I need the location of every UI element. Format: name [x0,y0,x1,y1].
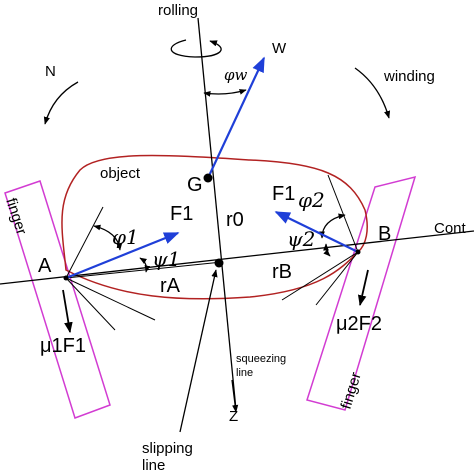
label-squeezing-line-1: squeezing [236,353,286,365]
N-rotation-arrow [43,81,79,125]
label-slipping-line-1: slipping [142,440,193,457]
F1-vector-A [65,231,180,280]
label-rolling: rolling [158,2,198,19]
point-A [63,275,69,281]
left-finger [4,180,111,419]
label-object: object [100,165,141,182]
rolling-axis [197,17,237,411]
winding-rotation-arrow [354,67,391,119]
phi1-arc [93,224,123,251]
label-B: B [378,223,391,245]
mu1F1-vector [62,289,73,334]
point-centre [214,258,224,268]
label-finger-left: finger [2,196,30,237]
label-rA: rA [160,275,181,297]
label-r0: r0 [226,209,244,231]
label-Z: Z [229,408,238,425]
B-friction-edge-top [327,174,359,253]
F1-vector-B [274,211,359,253]
label-phi-w: φw [224,66,248,84]
A-friction-edge-top [65,206,104,279]
W-vector [207,56,265,179]
label-F1-right: F1 [272,183,295,205]
phi-w-arc [203,89,247,97]
A-normal-line [65,261,223,279]
label-N: N [45,63,56,80]
label-W: W [272,40,287,57]
label-F1-left: F1 [170,203,193,225]
B-extra-line [315,251,359,306]
label-psi1: ψ1 [152,247,180,271]
A-friction-edge-bottom [65,277,156,321]
point-B [355,249,361,255]
B-friction-edge-bottom [281,251,359,301]
psi2-arc [323,243,331,257]
A-extra-line [65,277,116,331]
label-A: A [38,255,52,277]
contact-line [0,230,474,285]
mu2F2-vector [357,269,369,307]
label-finger-right: finger [338,370,365,411]
label-squeezing-line-2: line [236,367,253,379]
phi2-arc [319,213,346,239]
label-phi2: φ2 [298,188,325,212]
psi1-arc [139,257,151,273]
label-rB: rB [272,261,292,283]
label-mu2F2: μ2F2 [336,313,382,335]
label-psi2: ψ2 [287,227,315,251]
label-phi1: φ1 [112,225,139,249]
rolling-rotation-icon [170,39,222,58]
Z-axis-arrow [231,379,239,413]
object-outline [61,154,368,300]
label-mu1F1: μ1F1 [40,335,86,357]
label-slipping-line-2: line [142,457,165,474]
point-G [203,173,213,183]
label-winding: winding [383,68,435,85]
right-finger [306,175,417,411]
label-G: G [187,174,203,196]
slipping-line [179,269,218,433]
label-contact-line: Cont [434,220,467,237]
